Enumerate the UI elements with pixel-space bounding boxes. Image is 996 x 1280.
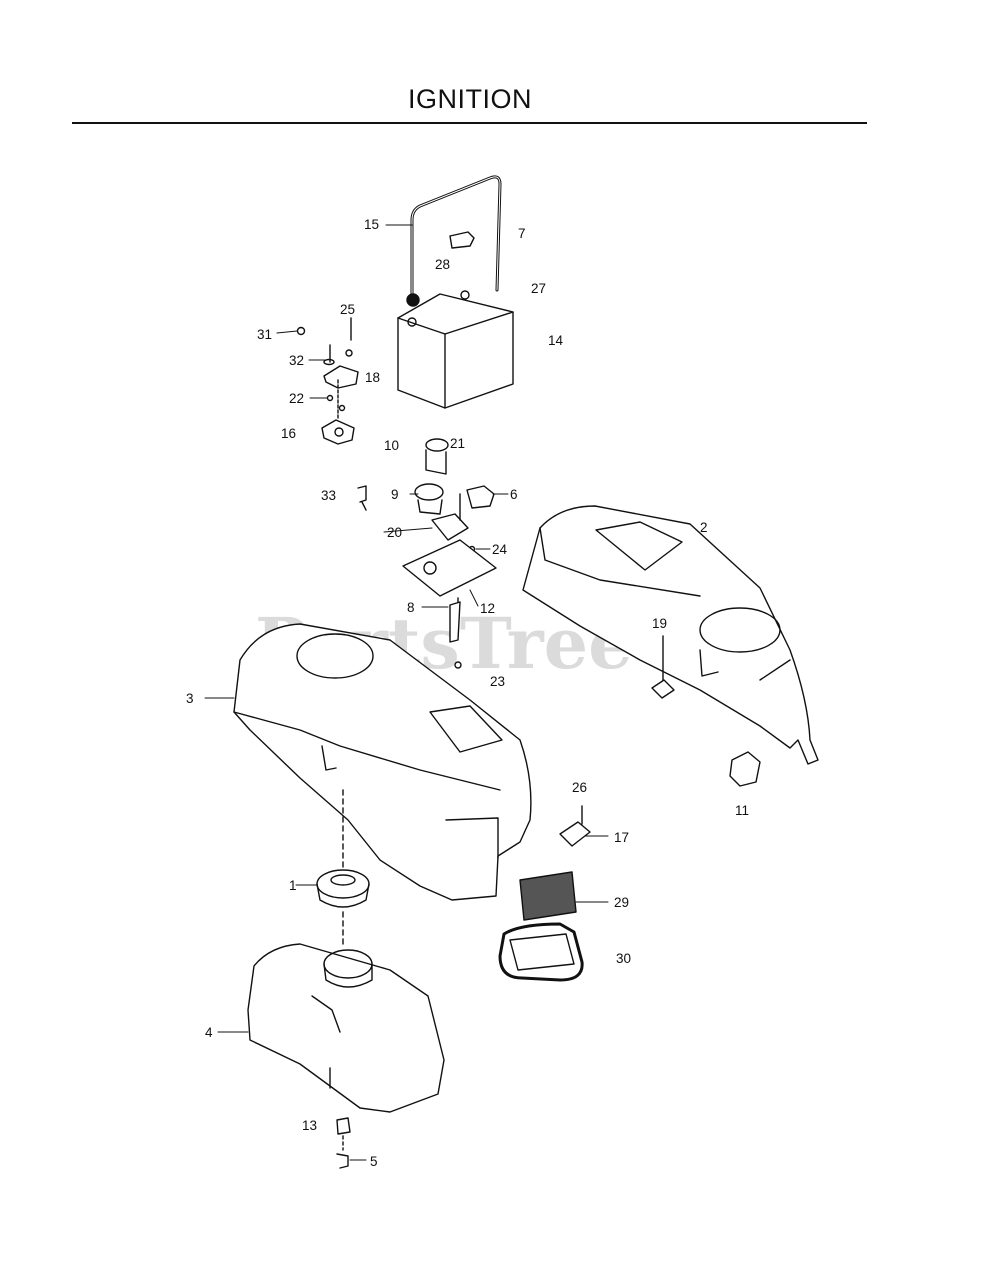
callout-16: 16 [281, 426, 296, 441]
callout-5: 5 [370, 1154, 378, 1169]
callout-33: 33 [321, 488, 336, 503]
console-body [233, 623, 532, 901]
callout-11: 11 [735, 803, 749, 818]
fuel-tank [247, 943, 445, 1113]
callout-30: 30 [616, 951, 631, 966]
callout-19: 19 [652, 616, 667, 631]
callout-2: 2 [700, 520, 708, 535]
callout-3: 3 [186, 691, 194, 706]
solenoid-bracket-assembly [296, 317, 359, 445]
callout-12: 12 [480, 601, 495, 616]
callout-8: 8 [407, 600, 415, 615]
battery [397, 290, 514, 409]
callout-25: 25 [340, 302, 355, 317]
tank-bushing [336, 1117, 351, 1135]
callout-18: 18 [365, 370, 380, 385]
callout-4: 4 [205, 1025, 213, 1040]
callout-28: 28 [435, 257, 450, 272]
gasket [498, 922, 584, 982]
fuel-fitting [336, 1153, 349, 1169]
callout-1: 1 [289, 878, 297, 893]
safety-switch [729, 751, 761, 787]
callout-24: 24 [492, 542, 508, 557]
leader-lines [204, 224, 609, 1161]
ignition-switch-assembly [357, 438, 497, 669]
cover [519, 871, 577, 921]
callout-14: 14 [548, 333, 564, 348]
callout-10: 10 [384, 438, 399, 453]
gas-cap [316, 869, 370, 908]
callout-31: 31 [257, 327, 272, 342]
callout-27: 27 [531, 281, 546, 296]
title-divider [72, 122, 867, 124]
rear-fender [522, 505, 819, 765]
callout-32: 32 [289, 353, 304, 368]
battery-clip [449, 231, 475, 249]
callout-20: 20 [387, 525, 402, 540]
callout-21: 21 [450, 436, 465, 451]
callout-9: 9 [391, 487, 399, 502]
callout-6: 6 [510, 487, 518, 502]
callout-23: 23 [490, 674, 505, 689]
callout-22: 22 [289, 391, 304, 406]
callout-labels: 1 2 3 4 5 6 7 8 9 10 11 12 13 14 15 16 1… [186, 217, 749, 1169]
callout-26: 26 [572, 780, 587, 795]
callout-7: 7 [518, 226, 526, 241]
callout-13: 13 [302, 1118, 317, 1133]
battery-hold-down-rod [410, 175, 502, 297]
callout-15: 15 [364, 217, 379, 232]
page-title: IGNITION [408, 84, 532, 114]
callout-17: 17 [614, 830, 629, 845]
callout-29: 29 [614, 895, 629, 910]
relay-bracket [559, 821, 591, 847]
